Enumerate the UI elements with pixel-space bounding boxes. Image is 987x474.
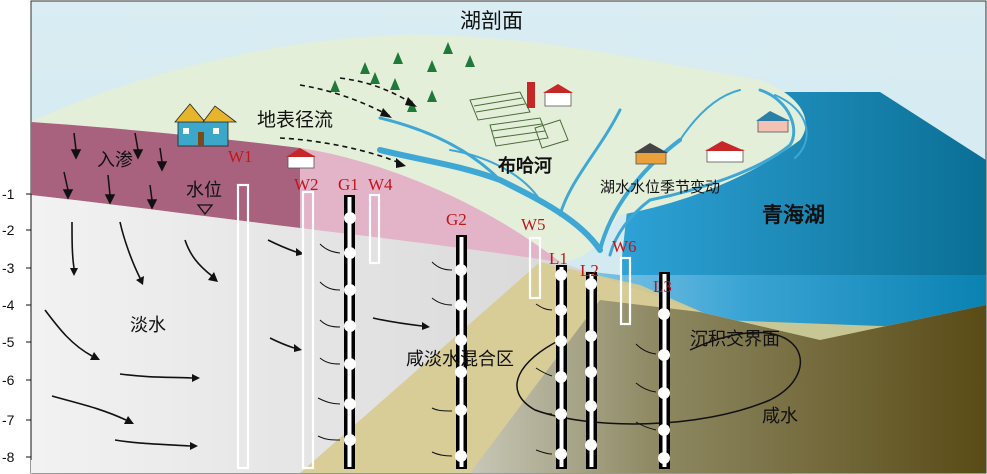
tree-icon xyxy=(330,42,475,112)
mixing-zone-label: 咸淡水混合区 xyxy=(406,349,514,370)
lake-label: 青海湖 xyxy=(762,203,825,227)
well-W5 xyxy=(528,236,542,300)
saline-water-label: 咸水 xyxy=(762,406,798,427)
well-L1 xyxy=(555,265,567,469)
interface-curve xyxy=(516,331,802,425)
depth-tick: -2 xyxy=(2,222,15,238)
lake-level-label: 湖水水位季节变动 xyxy=(600,178,720,196)
well-label: G1 xyxy=(338,175,359,194)
depth-tick: -7 xyxy=(2,412,15,428)
well-L2 xyxy=(585,272,597,469)
flow-arrows xyxy=(44,221,423,447)
well-label: W2 xyxy=(294,175,319,194)
well-G2 xyxy=(455,235,467,469)
barn-icon xyxy=(527,82,573,108)
depth-tick: -3 xyxy=(2,260,15,276)
depth-tick: -4 xyxy=(2,297,15,313)
interface-label: 沉积交界面 xyxy=(690,329,780,350)
well-label: L2 xyxy=(580,261,599,280)
well-label: W5 xyxy=(521,215,546,234)
well-W2 xyxy=(301,190,315,470)
house-icon xyxy=(634,143,668,165)
saline-zone xyxy=(470,300,986,473)
house-icon xyxy=(286,148,316,169)
well-label: W6 xyxy=(612,237,637,256)
river-network xyxy=(377,88,808,257)
well-W1 xyxy=(236,183,250,470)
infiltration-arrows xyxy=(62,132,168,210)
seepage-ticks xyxy=(317,243,657,457)
well-label: L1 xyxy=(549,249,568,268)
surface-runoff-label: 地表径流 xyxy=(257,109,333,131)
infiltration-label: 入渗 xyxy=(97,150,133,171)
depth-tick: -6 xyxy=(2,372,15,388)
well-W4 xyxy=(368,193,381,265)
depth-axis: -1 -2 -3 -4 -5 -6 -7 -8 xyxy=(2,186,32,465)
diagram-title: 湖剖面 xyxy=(460,9,523,33)
well-G1 xyxy=(344,195,356,469)
fresh-water-label: 淡水 xyxy=(130,315,166,336)
river-label: 布哈河 xyxy=(498,155,552,177)
mauve-band xyxy=(31,122,300,228)
screen-wells xyxy=(236,183,632,470)
house-icon xyxy=(705,141,745,163)
water-level-marker xyxy=(196,204,214,216)
well-label: W1 xyxy=(228,147,253,166)
depth-tick: -1 xyxy=(2,186,15,202)
depth-tick: -5 xyxy=(2,334,15,350)
well-label: W4 xyxy=(368,175,393,194)
field-icon xyxy=(469,91,569,149)
well-label: L3 xyxy=(653,277,672,296)
water-level-label: 水位 xyxy=(186,180,222,201)
well-W6 xyxy=(619,256,632,326)
well-L3 xyxy=(658,272,670,469)
house-icon xyxy=(174,103,238,147)
well-label: G2 xyxy=(446,210,467,229)
house-icon xyxy=(756,111,790,133)
multilevel-wells xyxy=(344,195,670,469)
depth-tick: -8 xyxy=(2,449,15,465)
